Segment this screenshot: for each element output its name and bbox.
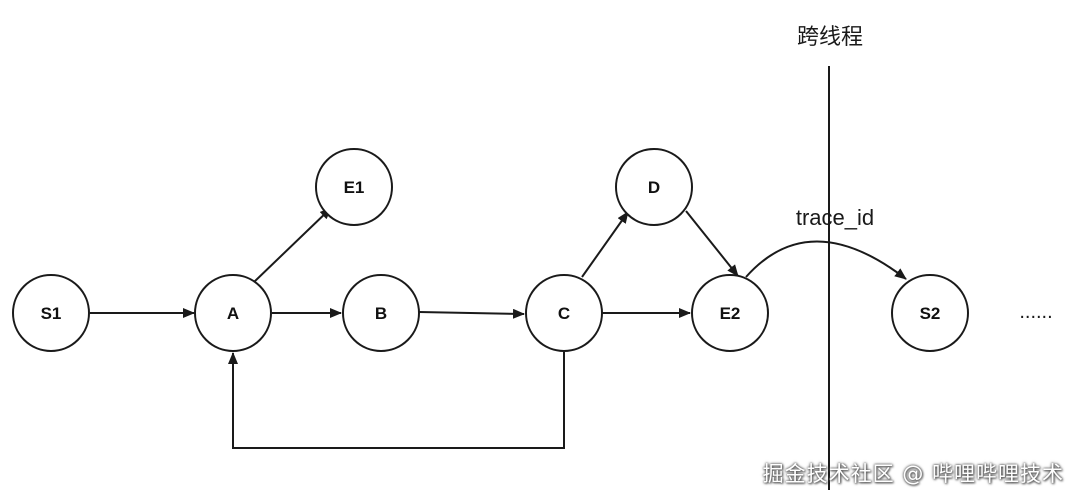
node-a-label: A [227,304,239,323]
continuation-ellipsis: ...... [1019,301,1052,323]
node-e2-label: E2 [720,304,741,323]
cross-thread-label: 跨线程 [797,25,863,50]
trace-id-label: trace_id [796,205,874,230]
edge-e2-s2-trace [745,240,907,280]
edge-a-e1 [253,207,332,283]
node-s2: S2 [891,274,969,352]
node-c: C [525,274,603,352]
node-b: B [342,274,420,352]
edge-b-c [418,308,525,319]
edge-c-a-loop [228,352,565,449]
node-d-label: D [648,178,660,197]
node-e1-label: E1 [344,178,365,197]
nodes-layer: S1 A E1 B C D E2 S2 [12,148,969,352]
node-c-label: C [558,304,570,323]
edge-d-e2 [685,210,739,277]
node-d: D [615,148,693,226]
edges-layer [90,207,907,449]
watermark: 掘金技术社区 @ 哔哩哔哩技术 [762,462,1064,486]
node-e2: E2 [691,274,769,352]
node-s1-label: S1 [41,304,62,323]
node-b-label: B [375,304,387,323]
node-e1: E1 [315,148,393,226]
edge-c-d [581,211,629,278]
node-s1: S1 [12,274,90,352]
node-s2-label: S2 [920,304,941,323]
node-a: A [194,274,272,352]
